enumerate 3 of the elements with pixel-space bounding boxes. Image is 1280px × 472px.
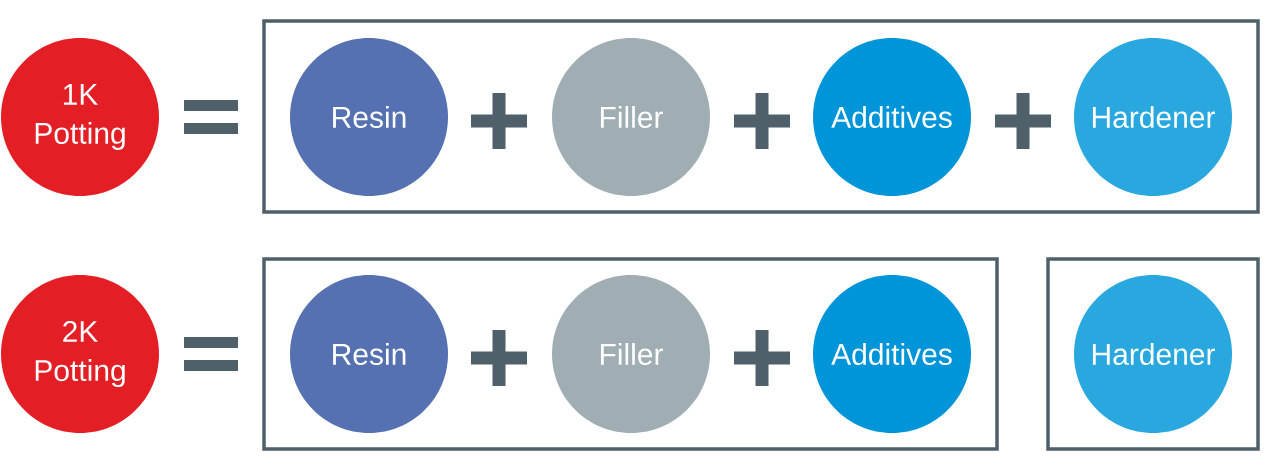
group-frame [262, 257, 999, 451]
group-frame [1046, 257, 1260, 451]
group-frame [262, 19, 1260, 214]
